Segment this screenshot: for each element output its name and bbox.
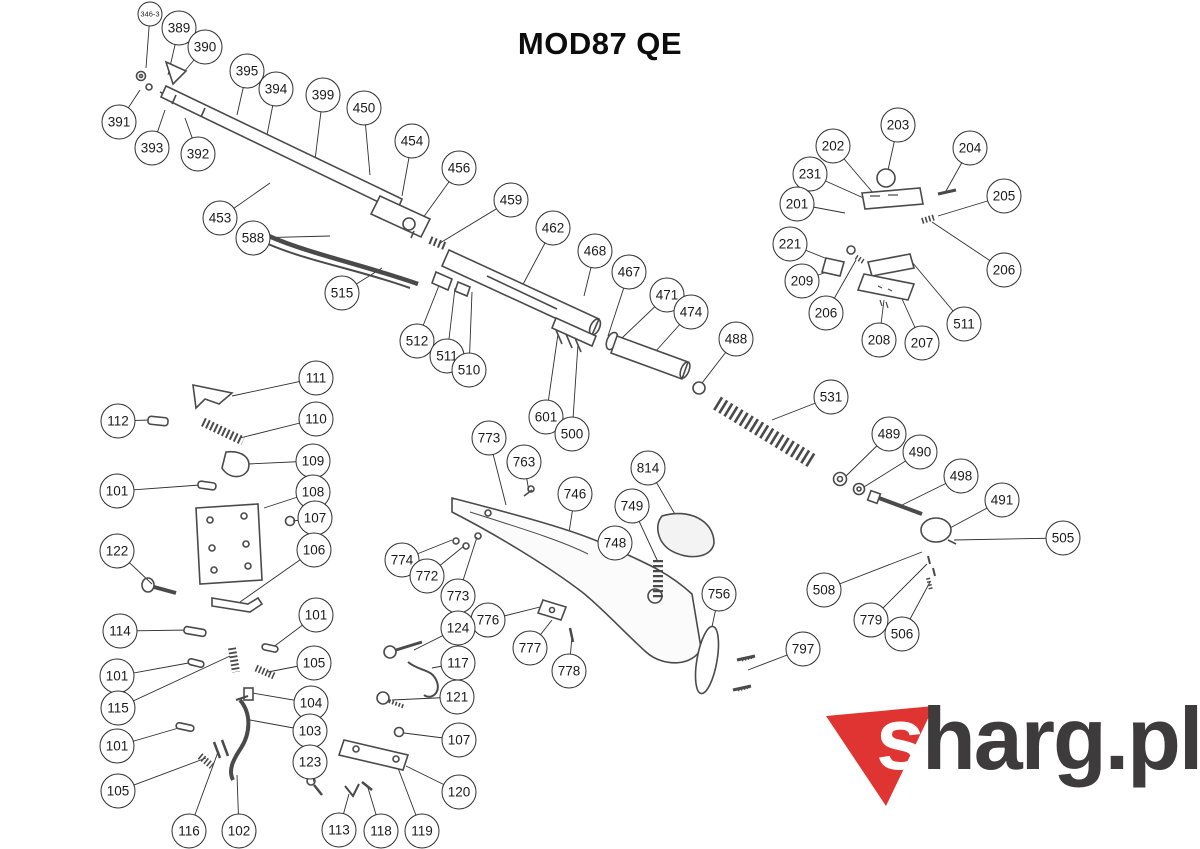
logo-triangle-icon	[826, 706, 934, 806]
barrel-part	[159, 84, 449, 251]
end-cap-assembly-part	[832, 471, 957, 591]
safety-part	[536, 599, 575, 643]
trigger-group-part	[141, 383, 296, 781]
cocking-lever-part	[256, 228, 471, 298]
sharg-logo: s harg.pl	[826, 689, 1200, 814]
logo-letter-s: s	[876, 689, 925, 788]
rear-sight-part	[820, 168, 957, 309]
stock-part	[451, 485, 756, 695]
receiver-tube-part	[440, 248, 706, 395]
parts-art	[135, 60, 957, 798]
mainspring-part	[713, 396, 816, 468]
trigger-linkage-part	[306, 640, 439, 798]
logo-text-rest: harg.pl	[922, 689, 1200, 788]
page-title: MOD87 QE	[517, 26, 683, 61]
